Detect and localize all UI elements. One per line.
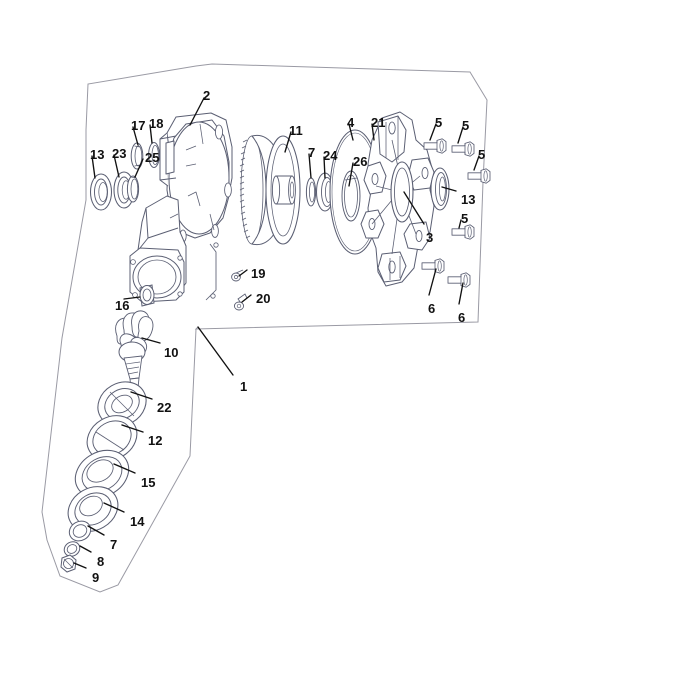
leader-line-8	[79, 545, 92, 553]
part-3-hub-bore	[390, 161, 414, 223]
callout-number-5: 5	[461, 211, 469, 226]
callout-number-22: 22	[157, 400, 172, 415]
callout-number-20: 20	[256, 291, 271, 306]
leader-line-12	[121, 424, 144, 433]
part-13-seal-ring-left	[89, 173, 113, 211]
part-12-bearing-cone	[86, 415, 138, 461]
callout-number-13: 13	[90, 147, 105, 162]
callout-number-5: 5	[478, 147, 486, 162]
part-8-spacer	[63, 541, 81, 557]
leader-line-5	[429, 123, 437, 141]
leader-line-19	[238, 269, 248, 277]
callout-number-16: 16	[115, 298, 130, 313]
leader-line-3	[403, 191, 425, 225]
callout-number-3: 3	[426, 230, 434, 245]
part-5-bolt-3	[467, 168, 491, 184]
part-19-pin	[231, 269, 244, 282]
part-11-ring-gear	[239, 134, 301, 246]
callout-number-25: 25	[145, 150, 160, 165]
leader-line-5	[473, 155, 480, 171]
leader-line-22	[130, 391, 153, 400]
part-20-screw	[233, 293, 248, 311]
callout-number-26: 26	[353, 154, 368, 169]
leader-line-10	[141, 337, 161, 344]
leader-line-2	[189, 97, 205, 126]
part-5-bolt-4	[451, 224, 475, 240]
leader-line-21	[371, 123, 375, 141]
callout-number-1: 1	[240, 379, 248, 394]
leader-line-23	[113, 154, 120, 178]
part-26-inner-ring	[341, 170, 361, 222]
leader-line-15	[113, 463, 136, 474]
callout-number-13: 13	[461, 192, 476, 207]
part-15-bearing-cup	[74, 449, 130, 499]
callout-number-5: 5	[435, 115, 443, 130]
callout-number-21: 21	[371, 115, 386, 130]
callout-number-10: 10	[164, 345, 179, 360]
callout-leader-lines	[73, 97, 480, 569]
callout-number-11: 11	[289, 123, 303, 138]
leader-line-5	[457, 126, 464, 144]
part-10-drive-gear	[115, 310, 154, 402]
part-2-main-housing	[129, 112, 233, 303]
leader-line-16	[123, 296, 141, 300]
part-7-washer-bottom	[68, 520, 92, 542]
callout-number-14: 14	[130, 514, 145, 529]
callout-number-17: 17	[131, 118, 146, 133]
callout-number-2: 2	[203, 88, 211, 103]
callout-number-7: 7	[110, 537, 118, 552]
leader-line-20	[241, 294, 252, 303]
part-18-snap-ring	[148, 142, 160, 168]
part-6-bolt-2	[447, 272, 471, 288]
callout-number-5: 5	[462, 118, 470, 133]
leader-line-25	[134, 158, 144, 178]
callout-number-9: 9	[92, 570, 100, 585]
callout-number-6: 6	[428, 301, 436, 316]
leader-line-24	[323, 156, 326, 179]
part-16-bushing	[139, 284, 155, 307]
leader-line-5	[458, 219, 462, 229]
leader-line-6	[428, 268, 437, 296]
part-14-bearing	[67, 486, 119, 532]
part-25-snap-ring	[126, 175, 140, 203]
part-17-snap-ring	[130, 142, 144, 170]
leader-line-11	[284, 131, 292, 153]
leader-line-7	[308, 153, 312, 179]
part-22-bearing	[97, 381, 147, 427]
callout-number-24: 24	[323, 148, 338, 163]
leader-line-14	[103, 502, 125, 513]
callout-number-18: 18	[149, 116, 164, 131]
part-5-bolt-2	[451, 141, 475, 157]
callout-number-8: 8	[97, 554, 105, 569]
part-9-nut	[60, 554, 77, 573]
assembly-boundary-outline	[41, 63, 488, 593]
callout-number-7: 7	[308, 145, 316, 160]
part-6-bolt-1	[421, 258, 445, 274]
leader-line-17	[132, 126, 139, 146]
leader-line-26	[348, 162, 354, 187]
leader-line-7	[87, 525, 105, 536]
callout-number-4: 4	[347, 115, 355, 130]
leader-line-4	[348, 123, 354, 141]
leader-line-6	[458, 282, 464, 305]
callout-number-19: 19	[251, 266, 266, 281]
callout-number-6: 6	[458, 310, 466, 325]
callout-number-15: 15	[141, 475, 156, 490]
callout-number-23: 23	[112, 146, 127, 161]
leader-line-9	[73, 562, 87, 569]
leader-line-13	[441, 186, 457, 192]
part-13-seal-ring-right	[430, 167, 450, 211]
part-7-washer-center	[305, 177, 317, 207]
leader-line-18	[149, 124, 153, 144]
leader-line-1	[197, 326, 234, 376]
leader-line-13	[91, 155, 96, 179]
callout-number-12: 12	[148, 433, 163, 448]
